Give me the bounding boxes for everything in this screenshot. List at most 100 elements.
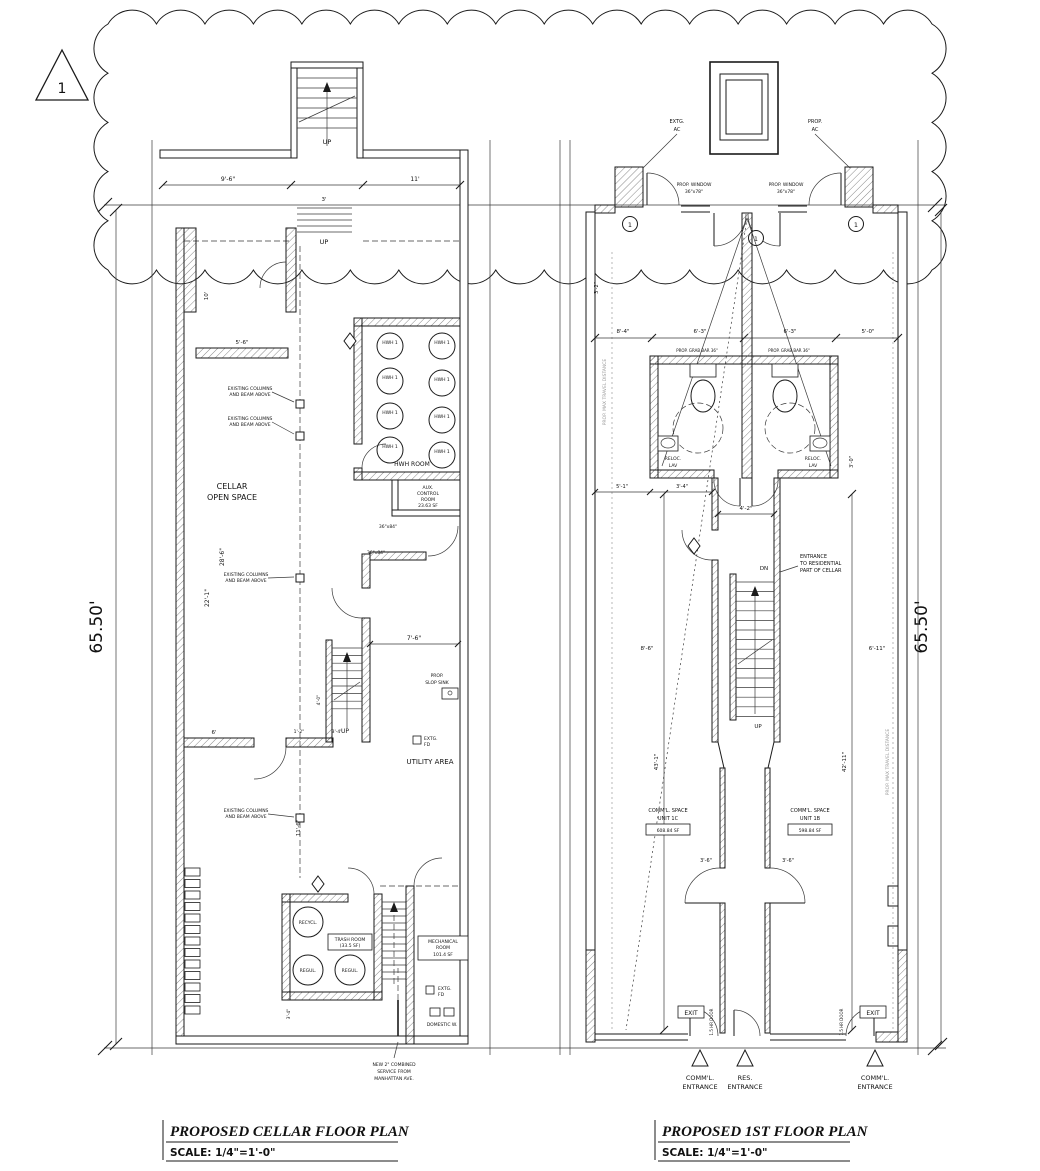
grab-bar-label: PROP. GRAB BAR 36": [768, 348, 810, 353]
cellar-beam-dashes: [184, 240, 460, 887]
unit-1b-area-box: [787, 823, 833, 836]
aux-room-label: CONTROL: [417, 491, 439, 497]
entrance-res-label: ENTRANCE: [800, 554, 827, 560]
unit-1c-area: 608.84 SF: [657, 828, 680, 834]
entrance-arrow-icon: [691, 1048, 709, 1067]
first-unit-dimension-lines: 43'-1" 42'-11": [654, 489, 857, 1035]
dn-label: DN: [760, 566, 768, 572]
first-plan-title: PROPOSED 1ST FLOOR PLAN: [662, 1124, 869, 1140]
cellar-water-service: NEW 2" COMBINED SERVICE FROM MANHATTAN A…: [372, 968, 416, 1082]
window-tag: 1: [628, 221, 632, 229]
cellar-open-space: CELLAR OPEN SPACE 28'-6" 22'-1": [204, 482, 257, 607]
dim-11-6: 11'-6": [296, 820, 302, 837]
cellar-plan-title: PROPOSED CELLAR FLOOR PLAN: [170, 1124, 410, 1140]
site-lot-lines: 65.50' 65.50': [87, 197, 948, 1056]
dim-4-2: 4'-2": [739, 506, 752, 512]
slop-sink-fixture: [441, 687, 459, 700]
floor-drain-label: EXTG.: [438, 986, 452, 992]
cellar-top-stair: UP: [290, 61, 364, 159]
hwh-unit-label: HWH 1: [382, 444, 398, 450]
first-storefront-bottom: EXIT EXIT 1.5 HR DOOR 1.5 HR DOOR: [595, 1005, 899, 1043]
first-plan-scale: SCALE: 1/4"=1'-0": [662, 1147, 767, 1159]
existing-columns-label: AND BEAM ABOVE: [225, 814, 266, 820]
entrance-res-label: PART OF CELLAR: [800, 568, 842, 574]
unit-1b-label: UNIT 1B: [800, 816, 821, 822]
first-vestibule: 4'-2" ENTRANCE TO RESIDENTIAL PART OF CE…: [681, 477, 842, 743]
aux-room-label: ROOM: [421, 497, 435, 503]
comml-entrance-label: ENTRANCE: [682, 1083, 717, 1091]
first-ac-labels: EXTG. AC PROP. AC: [642, 119, 851, 169]
cellar-aux-control-room: AUX. CONTROL ROOM 23.63 SF 36"x84" 36"x8…: [367, 479, 461, 557]
window-tag: 1: [854, 221, 858, 229]
cellar-meter-bank: [184, 867, 201, 1015]
first-stair: DN UP 8'-6" 6'-11": [640, 566, 885, 730]
res-entrance-label: RES.: [738, 1074, 753, 1082]
aux-room-label: 23.63 SF: [418, 503, 438, 509]
dim-9-6: 9'-6": [221, 176, 235, 183]
prop-ac-label: PROP.: [808, 119, 823, 125]
prop-window-label: 36"x78": [777, 189, 795, 195]
cellar-exterior-walls: [159, 149, 469, 1045]
first-lot-depth-dim: 65.50': [912, 600, 932, 653]
cellar-trash-room: RECYCL. REGUL. REGUL. TRASH ROOM (33.5 S…: [281, 867, 383, 1019]
cellar-mechanical-room: MECHANICAL ROOM 101.4 SF EXTG. FD DOMEST…: [405, 857, 469, 1045]
revision-cloud: [93, 9, 947, 285]
dim-1-2: 1'-2": [294, 729, 305, 735]
first-bathrooms: PROP. GRAB BAR 36" PROP. GRAB BAR 36" RE…: [591, 212, 855, 507]
entrance-arrow-icon: [866, 1048, 884, 1067]
new-service-label: MANHATTAN AVE.: [374, 1076, 414, 1082]
cellar-lot-depth-dim: 65.50': [87, 600, 107, 653]
regul-bin-label: REGUL.: [300, 968, 317, 974]
new-service-label: SERVICE FROM: [377, 1069, 411, 1075]
reloc-lav-label: RELOC.: [665, 456, 681, 462]
grab-bar-label: PROP. GRAB BAR 36": [676, 348, 718, 353]
dim-3-6: 3'-6": [700, 858, 712, 864]
cellar-utility-area: 7'-6" PROP. SLOP SINK 6' 1'-2" 3'-4" 4'-…: [183, 635, 462, 837]
door-tag-diamond: [343, 332, 357, 350]
toilet-bowl: [772, 379, 798, 413]
toilet-bowl: [690, 379, 716, 413]
dim-4-0: 4'-0": [316, 695, 322, 706]
reloc-lav-label: LAV: [809, 463, 818, 469]
reloc-lav-label: LAV: [669, 463, 678, 469]
comml-entrance-label: COMM'L.: [686, 1074, 714, 1082]
toilet-tank: [689, 363, 717, 378]
reloc-lav-label: RELOC.: [805, 456, 821, 462]
detail-number: 1: [58, 81, 67, 97]
dim-3-4: 3'-4": [676, 484, 688, 490]
dim-6-11: 6'-11": [869, 646, 886, 652]
existing-columns-label: EXISTING COLUMNS: [224, 572, 269, 578]
travel-distance-note: PROP. MAX TRAVEL DISTANCE: [602, 359, 608, 426]
floor-drain-symbol: [425, 985, 435, 995]
first-entrance-markers: COMM'L. ENTRANCE RES. ENTRANCE COMM'L. E…: [682, 1048, 893, 1091]
toilet-tank: [771, 363, 799, 378]
floor-drain-label: FD: [424, 742, 431, 748]
cellar-top-dimension-line: 9'-6" 11': [158, 176, 465, 190]
dim-43-1: 43'-1": [654, 754, 660, 771]
dim-6-3: 6'-3": [783, 329, 796, 335]
extg-ac-label: AC: [674, 127, 681, 133]
dim-8-6: 8'-6": [640, 646, 653, 652]
floor-drain-symbol: [412, 735, 422, 745]
res-entrance-label: ENTRANCE: [727, 1083, 762, 1091]
new-service-label: NEW 2" COMBINED: [372, 1062, 416, 1068]
dim-5-6: 5'-6": [235, 340, 248, 346]
aux-room-label: AUX.: [423, 485, 434, 491]
cellar-mid-stair: UP: [325, 639, 362, 743]
prop-window-label: PROP. WINDOW: [677, 182, 712, 188]
window-tag: 1: [754, 235, 758, 243]
cellar-open-space-label: OPEN SPACE: [207, 493, 257, 502]
dim-3-6: 3'-6": [782, 858, 794, 864]
up-label: UP: [320, 238, 329, 246]
mechanical-room-label: 101.4 SF: [433, 952, 453, 958]
trash-room-label: TRASH ROOM: [334, 937, 366, 943]
mechanical-room-label-box: [417, 935, 469, 961]
hwh-unit-label: HWH 1: [382, 340, 398, 346]
hwh-room-label: HWH ROOM: [394, 461, 430, 468]
first-travel-lines: PROP. MAX TRAVEL DISTANCE PROP. MAX TRAV…: [594, 217, 894, 1031]
up-label: UP: [754, 724, 762, 730]
dim-28-6: 28'-6": [219, 548, 226, 566]
existing-columns-label: EXISTING COLUMNS: [228, 416, 273, 422]
hwh-unit-label: HWH 1: [434, 449, 450, 455]
